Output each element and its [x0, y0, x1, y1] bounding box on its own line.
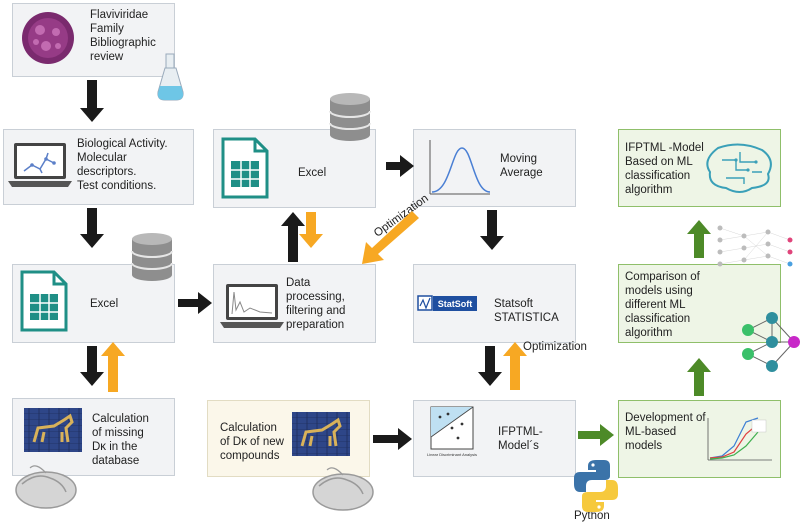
virus-icon [22, 12, 74, 64]
lda-plot-icon: Linear Discriminant Analysis [427, 406, 477, 457]
mouse-icon [312, 467, 374, 511]
green-arrows [578, 220, 711, 446]
brain-icon [706, 143, 772, 193]
python-label: Python [574, 510, 610, 522]
line-chart-icon [707, 417, 772, 461]
bell-curve-icon [429, 140, 491, 195]
spreadsheet-icon [20, 270, 68, 332]
excel-mid-text: Excel [298, 167, 327, 179]
database-icon [329, 92, 371, 142]
bio-text: Biological Activity.Molecular descriptor… [77, 138, 168, 192]
lda-caption: Linear Discriminant Analysis [427, 452, 477, 457]
optimization-label-right: Optimization [523, 341, 587, 353]
statsoft-logo: StatSoft [417, 295, 477, 311]
flask-icon [157, 53, 184, 101]
box-ifptml-ml [618, 129, 781, 207]
black-arrows [80, 80, 504, 450]
box-statsoft [413, 264, 576, 343]
orange-arrows [101, 211, 527, 392]
database-icon [131, 232, 173, 282]
mural-icon [22, 406, 84, 454]
python-logo [574, 460, 618, 512]
laptop-chart-icon [220, 284, 284, 328]
ifptml-models-text: IFPTML-Model´s [498, 426, 543, 452]
box-data-processing [213, 264, 376, 343]
statsoft-logo-text: StatSoft [438, 299, 473, 309]
neural-network-icon [717, 225, 800, 372]
mouse-icon [15, 465, 77, 509]
box-development [618, 400, 781, 478]
excel-left-text: Excel [90, 298, 119, 310]
mural-icon [290, 410, 352, 458]
spreadsheet-icon [221, 137, 269, 199]
laptop-molecule-icon [8, 143, 72, 187]
